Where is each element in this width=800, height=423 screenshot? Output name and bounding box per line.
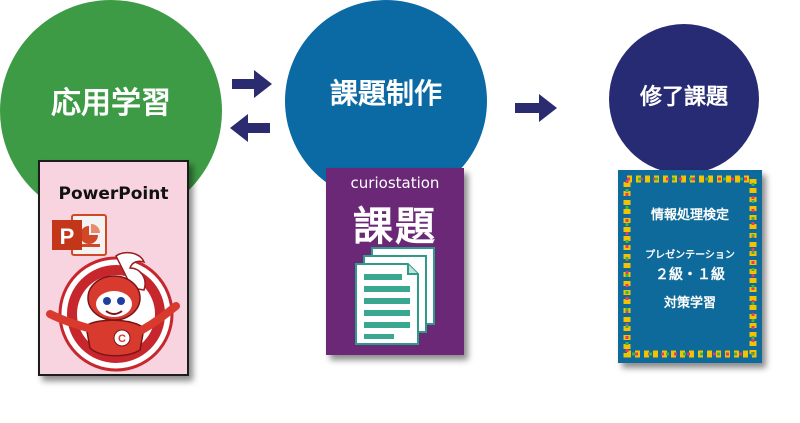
svg-text:P: P <box>60 224 75 249</box>
gem-border-icon <box>623 175 757 358</box>
svg-text:C: C <box>118 333 126 345</box>
cert-line-2: プレゼンテーション <box>645 250 735 261</box>
step-label: 課題制作 <box>329 77 442 110</box>
cert-line-1: 情報処理検定 <box>650 208 729 223</box>
card-title: PowerPoint <box>58 184 169 204</box>
arrow-right-icon <box>232 70 272 98</box>
assignment-card: curiostation 課題 <box>326 168 464 355</box>
step-label: 応用学習 <box>51 86 171 121</box>
powerpoint-card: PowerPoint P C <box>38 160 189 376</box>
arrow-right-icon <box>515 94 557 122</box>
brand-name: curiostation <box>350 174 440 192</box>
step-label: 修了課題 <box>639 85 728 110</box>
cert-line-3: ２級・１級 <box>655 267 725 283</box>
card-title: 課題 <box>353 204 437 250</box>
powerpoint-icon: P <box>52 214 107 256</box>
cert-line-4: 対策学習 <box>663 296 716 311</box>
certification-card: 情報処理検定 プレゼンテーション ２級・１級 対策学習 <box>618 170 762 363</box>
mascot-seal-icon: C <box>46 251 180 372</box>
documents-icon <box>355 247 435 345</box>
step-circle-final-assignment: 修了課題 <box>609 24 759 174</box>
arrow-left-icon <box>230 114 270 142</box>
